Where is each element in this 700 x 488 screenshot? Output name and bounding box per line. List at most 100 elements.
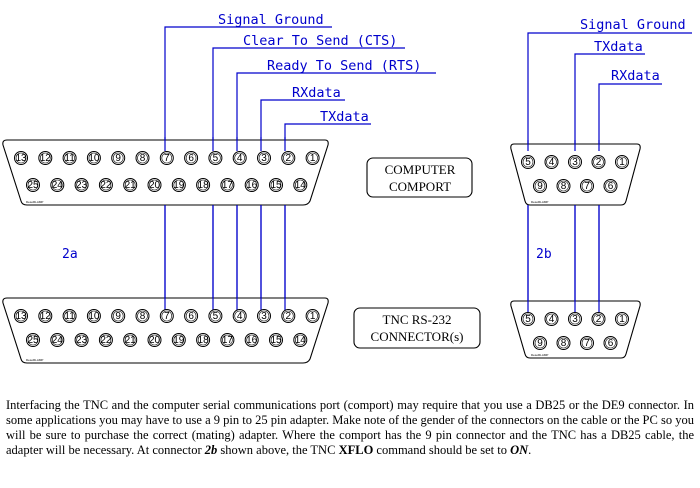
db25-tnc-pin-number: 15 [270, 335, 282, 346]
db25-tnc-pin-number: 5 [213, 311, 219, 322]
db25-tnc-pin-number: 16 [246, 335, 258, 346]
wire-rts-top [236, 72, 264, 151]
db25-computer-pin-ring [197, 179, 209, 191]
db25-tnc-pin-number: 1 [310, 311, 316, 322]
db25-computer-pin-number: 8 [140, 153, 146, 164]
db25-tnc-pin-ring [88, 310, 100, 322]
db25-tnc-pin-circle [98, 333, 113, 347]
db25-computer-pin-number: 9 [115, 153, 121, 164]
db25-tnc-pin-ring [234, 310, 245, 322]
db25-tnc-pin-ring [51, 334, 63, 346]
label-signal-ground: Signal Ground [218, 12, 324, 28]
de9-tnc-pin-circle [521, 312, 535, 326]
db25-tnc-pin-number: 3 [261, 311, 267, 322]
de9-computer-pin-circle [580, 179, 594, 193]
db25-computer-pin-number: 4 [237, 153, 243, 164]
label-rxdata: RXdata [292, 85, 341, 101]
db25-tnc-pin-ring [173, 334, 185, 346]
label-rts: Ready To Send (RTS) [267, 58, 421, 74]
db25-computer-pin-circle [111, 151, 126, 165]
db25-computer-pin-circle [184, 151, 199, 165]
wire-de9-rxdata-top [598, 83, 610, 151]
db25-tnc-pin-ring [15, 310, 27, 322]
db25-tnc-pin-circle [196, 333, 211, 347]
db25-tnc-pin-number: 6 [188, 311, 194, 322]
db25-tnc-pin-circle [135, 309, 150, 323]
db25-computer-pin-number: 2 [286, 153, 292, 164]
db25-computer-pin-ring [222, 179, 233, 191]
db25-computer-pin-number: 13 [15, 153, 27, 164]
db25-tnc-pin-number: 23 [76, 335, 88, 346]
db25-computer-pin-ring [294, 179, 306, 191]
db25-tnc-pin-ring [64, 310, 75, 322]
de9-computer-pin-ring [558, 180, 569, 192]
de9-tnc-pin-circle [568, 312, 582, 326]
db25-tnc-pin-circle [171, 333, 186, 347]
de9-computer-pin-number: 7 [584, 181, 590, 192]
db25-tnc-pin-ring [112, 310, 124, 322]
db25-tnc-pin-ring [185, 310, 197, 322]
db25-tnc-pin-circle [220, 333, 235, 347]
de9-computer-shell [510, 143, 641, 206]
db25-tnc-pin-number: 4 [237, 311, 243, 322]
db25-tnc-pin-ring [294, 334, 306, 346]
de9-computer-pin-number: 6 [608, 181, 614, 192]
db25-computer-pin-circle [135, 151, 150, 165]
wire-rxdata-top [260, 99, 290, 151]
db25-computer-pin-number: 22 [100, 180, 112, 191]
de9-tnc-pin-ring [522, 313, 534, 325]
de9-computer-pin-circle [544, 155, 559, 169]
de9-tnc-pin-number: 6 [608, 338, 614, 349]
de9-tnc-pin-ring [616, 313, 628, 325]
db25-computer-pin-ring [64, 152, 75, 164]
db25-computer-pin-circle [196, 178, 211, 192]
db25-tnc-pin-ring [282, 310, 294, 322]
db25-maker-mark: DesoRLAMP [26, 358, 43, 362]
de9-computer-pin-circle [521, 155, 535, 169]
wire-signal-ground-top [164, 26, 215, 151]
tnc-box-line2: CONNECTOR(s) [371, 329, 464, 344]
db25-computer-pin-ring [39, 152, 51, 164]
db25-computer-pin-ring [88, 152, 100, 164]
db25-tnc-pin-circle [38, 309, 53, 323]
wire-entries [164, 137, 600, 312]
db25-tnc-pin-ring [246, 334, 257, 346]
de9-computer-pin-circle [568, 155, 582, 169]
db25-computer-pin-ring [173, 179, 185, 191]
db25-tnc-pin-number: 8 [140, 311, 146, 322]
db25-tnc-pin-ring [258, 310, 270, 322]
db25-computer-pin-circle [208, 151, 223, 165]
db25-tnc-pin-number: 14 [295, 335, 307, 346]
db25-computer-pin-ring [124, 179, 136, 191]
de9-tnc-pin-circle [544, 312, 559, 326]
wire-de9-txdata-top [574, 53, 592, 151]
db25-maker-mark: DesoRLAMP [26, 200, 43, 204]
de9-computer-pin-ring [522, 156, 534, 168]
figure-label-2b: 2b [536, 247, 552, 262]
db25-computer-pin-circle [14, 151, 28, 165]
db25-computer-pin-ring [137, 152, 148, 164]
db25-computer-pin-number: 16 [246, 180, 258, 191]
de9-computer-pin-ring [605, 180, 616, 192]
de9-tnc-pin-ring [546, 313, 557, 325]
de9-tnc-pin-ring [581, 337, 593, 349]
db25-computer-pin-circle [269, 178, 283, 192]
db25-computer-pin-circle [26, 178, 40, 192]
db25-computer-pin-number: 6 [188, 153, 194, 164]
db25-computer-pin-number: 24 [52, 180, 64, 191]
db25-computer-pin-circle [257, 151, 271, 165]
db25-tnc-pin-number: 2 [286, 311, 292, 322]
db25-tnc-pin-ring [137, 310, 148, 322]
db25-computer-pin-circle [62, 151, 77, 165]
db25-tnc-pin-number: 20 [149, 335, 161, 346]
computer-box-line1: COMPUTER [385, 162, 456, 177]
db25-computer-pin-number: 10 [88, 153, 100, 164]
db25-computer-pin-ring [112, 152, 124, 164]
db25-computer-pin-ring [100, 179, 112, 191]
db25-computer-pin-number: 15 [270, 180, 282, 191]
db25-tnc-pin-circle [281, 309, 296, 323]
db25-computer-pin-circle [293, 178, 308, 192]
db25-computer-pin-ring [185, 152, 197, 164]
db25-tnc-pin-ring [39, 310, 51, 322]
